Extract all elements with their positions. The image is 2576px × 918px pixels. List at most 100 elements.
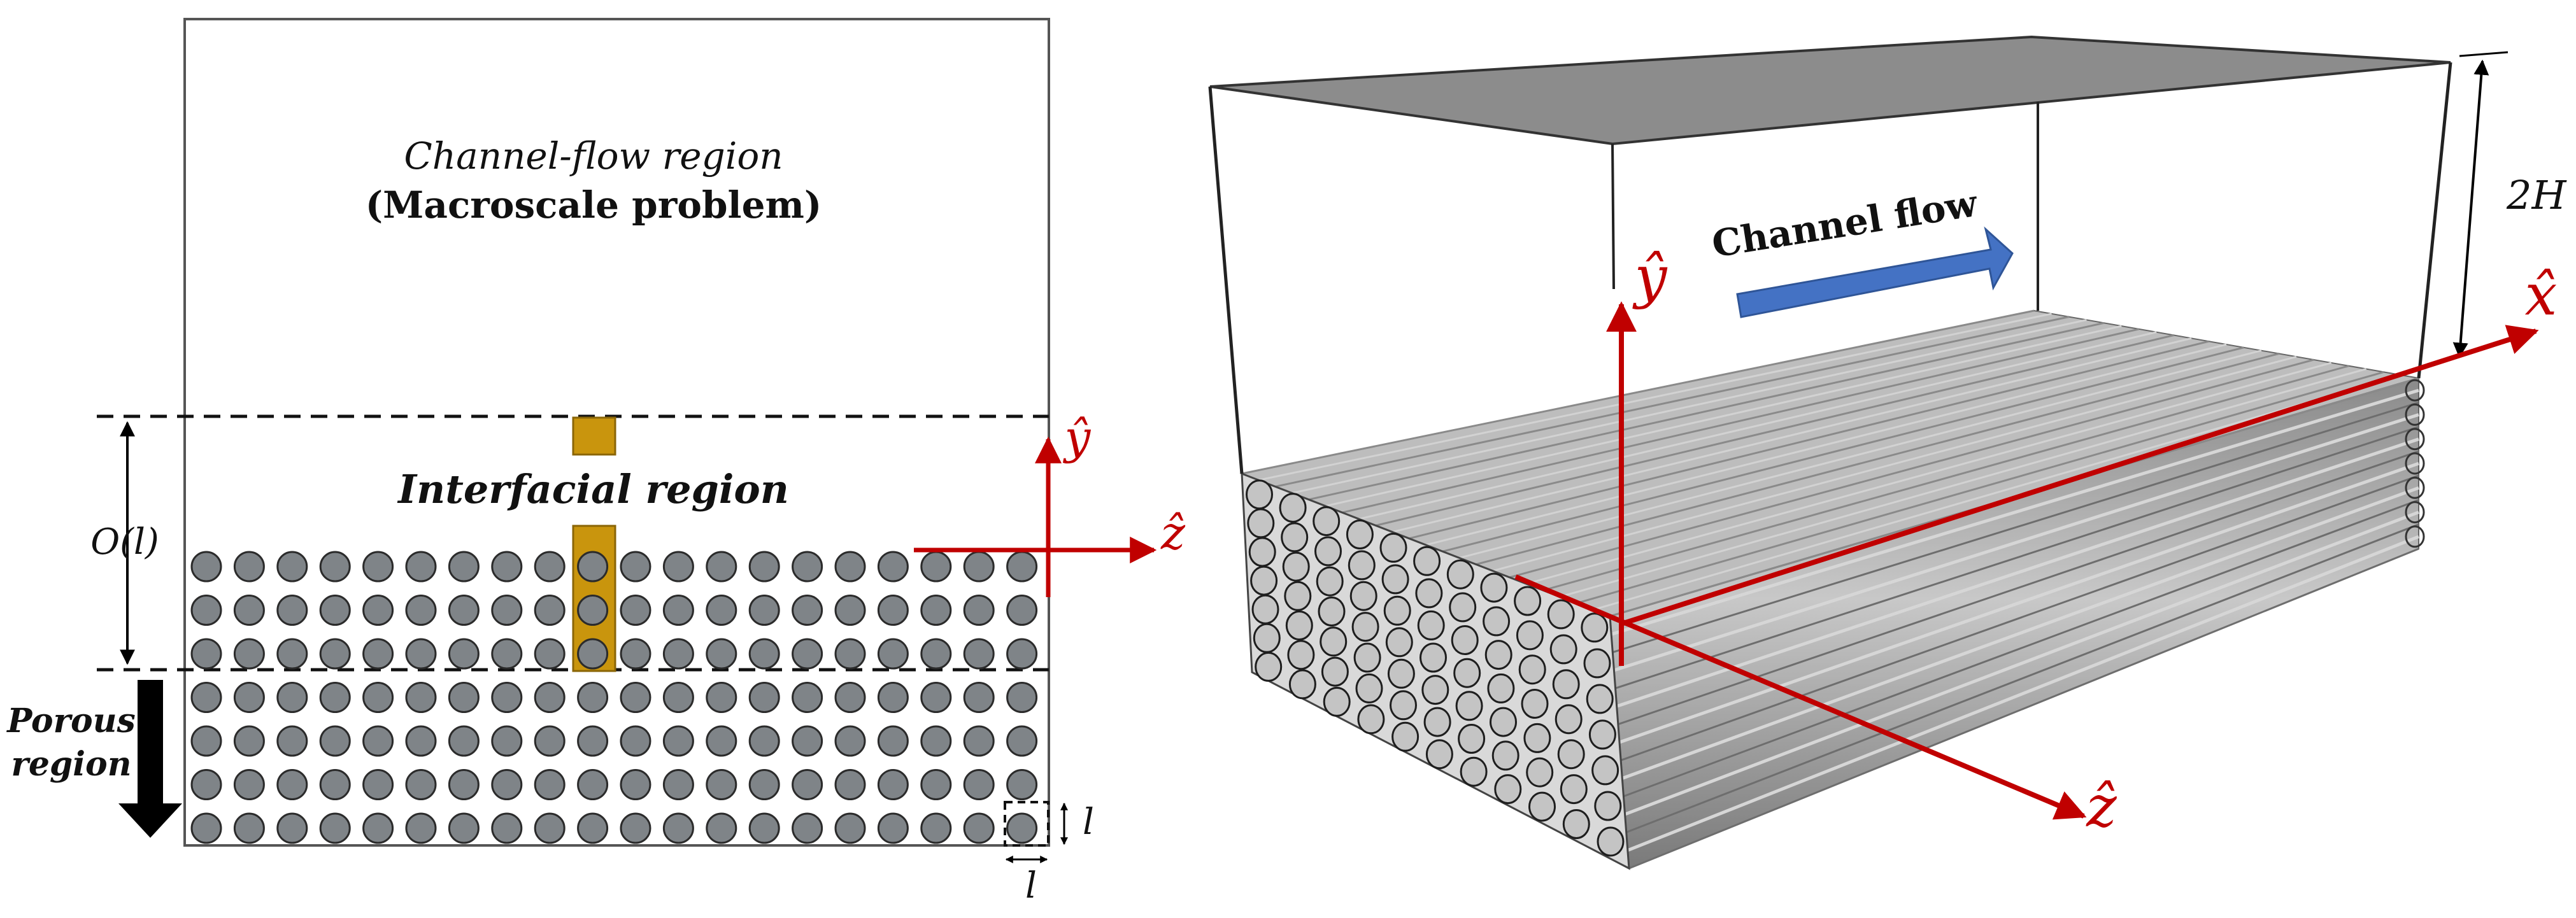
porous-front-circle [1287, 640, 1315, 670]
interfacial-cylinder [534, 595, 566, 626]
interfacial-cylinder [963, 638, 995, 670]
tube-line [1258, 313, 2052, 481]
interfacial-cylinder [748, 638, 780, 670]
porous-front-circle [1521, 689, 1549, 719]
porous-front-circle [1314, 536, 1342, 567]
interfacial-cylinder [1006, 595, 1038, 626]
interfacial-strip-upper [572, 416, 616, 456]
tube-line [1624, 511, 2419, 816]
porous-cylinder [662, 769, 694, 800]
porous-cylinder [491, 682, 523, 713]
interfacial-cylinder [748, 551, 780, 583]
porous-cylinder [920, 725, 952, 757]
porous-front-circle [1549, 634, 1577, 665]
porous-front-circle [1523, 723, 1551, 753]
tube-line [1425, 343, 2227, 546]
porous-front-circle [1379, 532, 1407, 563]
tube-line [1358, 331, 2157, 520]
porous-cylinder [362, 812, 394, 844]
right-axis-y-label: ŷ [1632, 244, 1668, 311]
porous-front-circle [1279, 493, 1307, 523]
porous-cylinder [877, 682, 909, 713]
porous-cylinder [963, 812, 995, 844]
porous-front-circle [1251, 594, 1279, 625]
porous-front-circle [1346, 519, 1374, 549]
porous-front-circle [1446, 559, 1474, 590]
porous-cylinder [834, 812, 866, 844]
porous-front-circle [1320, 626, 1348, 657]
interfacial-cylinder [963, 595, 995, 626]
porous-cylinder [534, 725, 566, 757]
porous-front-circle [1390, 690, 1417, 721]
tube-line [1542, 365, 2349, 591]
porous-cylinder [577, 769, 609, 800]
tube-line [1509, 358, 2314, 579]
porous-cylinder [319, 725, 351, 757]
porous-cylinder [706, 812, 737, 844]
interfacial-cylinder [620, 551, 651, 583]
tube-lines [1241, 309, 2419, 870]
right-axis-x-label: x̂ [2525, 262, 2558, 328]
porous-cylinder [748, 769, 780, 800]
porous-cylinder [920, 769, 952, 800]
porous-cylinder [620, 682, 651, 713]
porous-cylinder [448, 682, 480, 713]
porous-cylinder [534, 682, 566, 713]
porous-cylinder [362, 769, 394, 800]
interfacial-cylinder [834, 551, 866, 583]
interfacial-cylinder [491, 638, 523, 670]
porous-cylinder [190, 812, 222, 844]
porous-front-circle [1246, 479, 1273, 510]
interfacial-cylinder [1006, 551, 1038, 583]
porous-front-face-circles [1246, 479, 1625, 857]
tube-line [1576, 371, 2384, 605]
porous-cylinder [190, 769, 222, 800]
right-axis-z-label: ẑ [2086, 773, 2117, 840]
porous-cylinder [577, 725, 609, 757]
left-panel: Channel-flow region (Macroscale problem)… [6, 18, 1186, 907]
porous-cylinder [792, 682, 823, 713]
interfacial-cylinder [276, 551, 308, 583]
porous-front-circle [1460, 756, 1488, 787]
porous-front-circle [1391, 721, 1420, 752]
box-edge-front-mid [1611, 143, 1615, 290]
tube-line [1375, 334, 2174, 526]
box-edge-right [2417, 62, 2452, 379]
porous-cylinder [920, 682, 952, 713]
porous-front-circle [1588, 719, 1616, 750]
porous-front-circle [1484, 640, 1512, 670]
interfacial-cylinder [362, 551, 394, 583]
porous-cylinder [233, 682, 265, 713]
porous-front-circle [1491, 740, 1519, 771]
interfacial-cylinder [233, 595, 265, 626]
left-axis-y-label: ŷ [1063, 411, 1092, 464]
interfacial-cylinder [706, 551, 737, 583]
height-dimension-tick-top [2459, 51, 2508, 57]
porous-front-circle [1555, 704, 1583, 735]
tube-line [1616, 437, 2419, 708]
porous-front-circle [1581, 612, 1609, 643]
porous-direction-arrow [118, 680, 182, 838]
interfacial-cylinder [662, 638, 694, 670]
unit-cell-box [1004, 801, 1050, 847]
interfacial-cylinder [577, 595, 609, 626]
porous-cylinder [834, 725, 866, 757]
porous-front-circle [1288, 669, 1316, 700]
porous-front-circle [1321, 656, 1349, 687]
porous-front-circle [1490, 707, 1517, 737]
porous-cylinder [534, 769, 566, 800]
interfacial-cylinder [748, 595, 780, 626]
interfacial-cylinder [620, 638, 651, 670]
interfacial-cylinder [233, 638, 265, 670]
porous-end-circle [2405, 525, 2425, 548]
porous-front-circle [1313, 506, 1341, 537]
porous-front-circle [1516, 620, 1544, 651]
interfacial-cylinder [706, 638, 737, 670]
interfacial-cylinder [662, 551, 694, 583]
porous-front-circle [1415, 578, 1443, 609]
porous-front-circle [1423, 707, 1451, 737]
porous-front-circle [1547, 599, 1575, 630]
tube-line [1392, 337, 2192, 533]
porous-cylinder [190, 725, 222, 757]
porous-end-circle [2405, 379, 2425, 402]
